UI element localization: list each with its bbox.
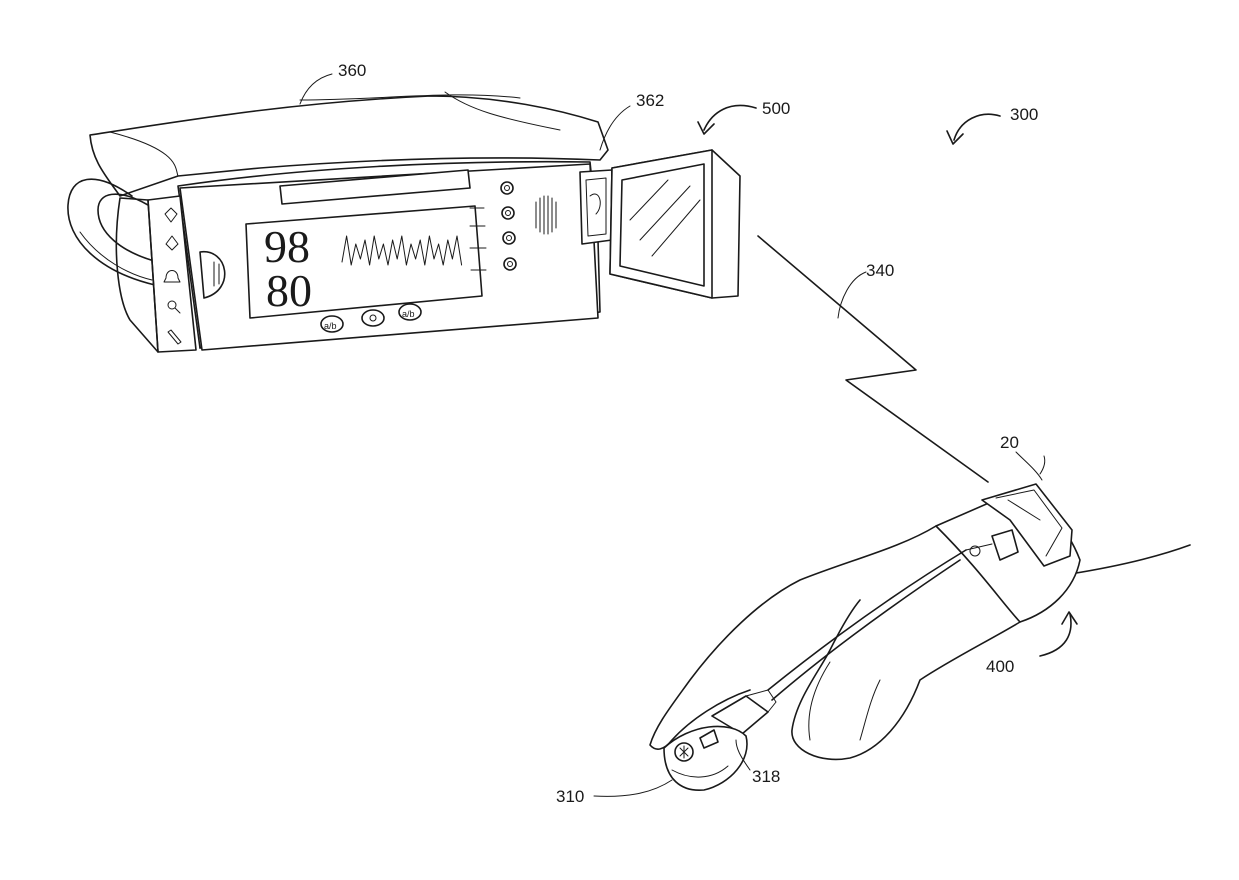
label-module-slot: 362 bbox=[636, 91, 664, 110]
wireless-module bbox=[610, 150, 740, 298]
label-monitor: 360 bbox=[338, 61, 366, 80]
label-wireless-link: 340 bbox=[866, 261, 894, 280]
svg-text:a/b: a/b bbox=[324, 321, 337, 331]
patient-monitor: 98 80 a/b a/b bbox=[68, 92, 740, 352]
gear-button-icon bbox=[362, 310, 384, 326]
svg-text:a/b: a/b bbox=[402, 309, 415, 319]
label-finger-sensor: 310 bbox=[556, 787, 584, 806]
module-slot bbox=[580, 170, 612, 244]
hand-with-sensor bbox=[650, 456, 1190, 790]
a-b-button-icon: a/b bbox=[321, 316, 343, 332]
label-module-arrow: 500 bbox=[762, 99, 790, 118]
label-system-arrow: 300 bbox=[1010, 105, 1038, 124]
system-arrow bbox=[947, 114, 1000, 144]
display-reading-bottom: 80 bbox=[266, 265, 312, 316]
a-b-button-icon: a/b bbox=[399, 304, 421, 320]
hand-outline bbox=[650, 526, 936, 749]
label-wrist-arrow: 400 bbox=[986, 657, 1014, 676]
label-wrist-unit: 20 bbox=[1000, 433, 1019, 452]
wrist-arrow bbox=[1040, 612, 1077, 656]
label-cable-connector: 318 bbox=[752, 767, 780, 786]
module-arrow bbox=[698, 105, 756, 134]
